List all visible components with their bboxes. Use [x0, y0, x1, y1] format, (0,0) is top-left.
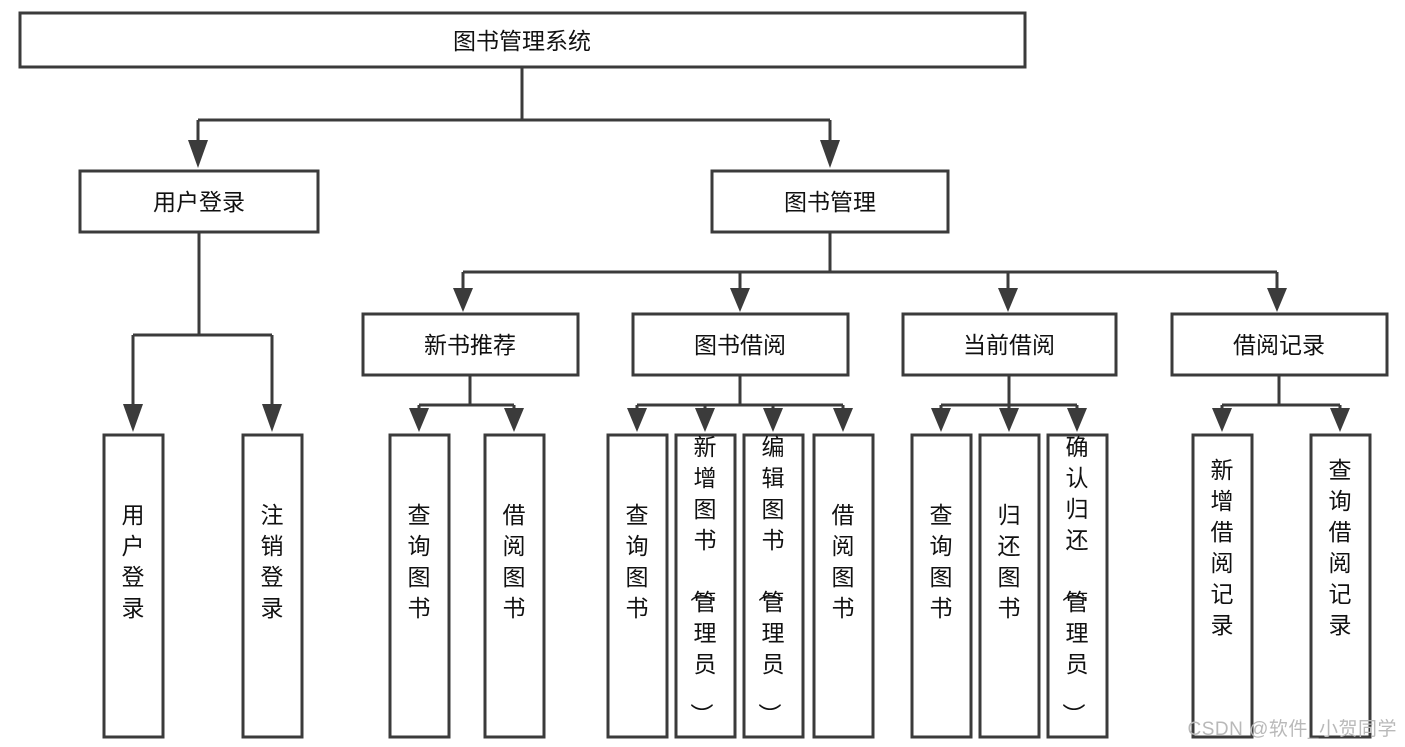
connector-current-borrow-to-leaves [931, 375, 1087, 432]
node-borrow-record-label: 借阅记录 [1233, 332, 1325, 358]
node-root[interactable]: 图书管理系统 [18, 11, 1027, 69]
leaf-box[interactable] [674, 433, 737, 739]
node-current-borrow-label: 当前借阅 [963, 332, 1055, 358]
leaf-label: 借阅图书 [832, 502, 855, 621]
leaf-current-borrow-2[interactable]: 确认归还（管理员） [1046, 433, 1109, 739]
arrow-head-icon [262, 404, 282, 432]
arrow-head-icon [695, 408, 715, 432]
arrow-head-icon [998, 288, 1018, 312]
leaf-label: 确认归还（管理员） [1061, 434, 1089, 726]
node-book-manage[interactable]: 图书管理 [710, 169, 950, 234]
arrow-head-icon [1267, 288, 1287, 312]
leaf-label: 查询图书 [626, 502, 649, 621]
leaf-box[interactable] [742, 433, 805, 739]
leaf-book-borrow-0[interactable]: 查询图书 [606, 433, 669, 739]
leaf-book-borrow-2[interactable]: 编辑图书（管理员） [742, 433, 805, 739]
leaf-label: 查询图书 [930, 502, 953, 621]
leaf-box[interactable] [483, 433, 546, 739]
node-new-book-recommend[interactable]: 新书推荐 [361, 312, 580, 377]
leaf-current-borrow-1[interactable]: 归还图书 [978, 433, 1041, 739]
arrow-head-icon [453, 288, 473, 312]
leaf-book-borrow-1[interactable]: 新增图书（管理员） [674, 433, 737, 739]
leaf-box[interactable] [978, 433, 1041, 739]
leaf-label: 查询借阅记录 [1329, 457, 1352, 638]
leaf-label: 用户登录 [122, 502, 145, 621]
arrow-head-icon [730, 288, 750, 312]
leaf-user-login-1[interactable]: 注销登录 [241, 433, 304, 739]
connector-borrow-record-to-leaves [1212, 375, 1350, 432]
leaf-box[interactable] [910, 433, 973, 739]
connector-new-book-recommend-to-leaves [409, 375, 524, 432]
leaf-box[interactable] [241, 433, 304, 739]
node-root-box[interactable] [18, 11, 1027, 69]
connector-book-manage-to-level3 [453, 232, 1287, 312]
arrow-head-icon [999, 408, 1019, 432]
leaf-box[interactable] [388, 433, 451, 739]
leaf-user-login-0[interactable]: 用户登录 [102, 433, 165, 739]
leaf-borrow-record-0[interactable]: 新增借阅记录 [1191, 433, 1254, 739]
arrow-head-icon [820, 140, 840, 168]
leaf-label: 借阅图书 [503, 502, 526, 621]
arrow-head-icon [504, 408, 524, 432]
node-new-book-recommend-label: 新书推荐 [424, 332, 516, 358]
leaf-box[interactable] [606, 433, 669, 739]
connector-book-borrow-to-leaves [627, 375, 853, 432]
csdn-watermark: CSDN @软件_小贺同学 [1187, 719, 1397, 740]
leaf-label: 归还图书 [998, 502, 1021, 621]
arrow-head-icon [833, 408, 853, 432]
leaf-borrow-record-1[interactable]: 查询借阅记录 [1309, 433, 1372, 739]
leaf-box[interactable] [102, 433, 165, 739]
leaf-label: 新增图书（管理员） [689, 434, 717, 726]
connector-user-login-to-leaves [123, 232, 282, 432]
arrow-head-icon [931, 408, 951, 432]
node-book-borrow-label: 图书借阅 [694, 332, 786, 358]
leaf-box[interactable] [1191, 433, 1254, 739]
arrow-head-icon [123, 404, 143, 432]
arrow-head-icon [1212, 408, 1232, 432]
arrow-head-icon [1330, 408, 1350, 432]
node-current-borrow-box[interactable] [901, 312, 1118, 377]
node-new-book-recommend-box[interactable] [361, 312, 580, 377]
node-book-manage-label: 图书管理 [784, 189, 876, 215]
connector-root-to-level2 [188, 67, 840, 168]
node-current-borrow[interactable]: 当前借阅 [901, 312, 1118, 377]
leaf-box[interactable] [812, 433, 875, 739]
leaf-new-book-recommend-1[interactable]: 借阅图书 [483, 433, 546, 739]
arrow-head-icon [409, 408, 429, 432]
node-borrow-record[interactable]: 借阅记录 [1170, 312, 1389, 377]
leaf-label: 新增借阅记录 [1211, 457, 1234, 638]
node-book-borrow[interactable]: 图书借阅 [631, 312, 850, 377]
leaf-label: 查询图书 [408, 502, 431, 621]
leaf-label: 注销登录 [261, 502, 284, 621]
arrow-head-icon [627, 408, 647, 432]
arrow-head-icon [188, 140, 208, 168]
leaf-label: 编辑图书（管理员） [757, 434, 785, 726]
leaf-current-borrow-0[interactable]: 查询图书 [910, 433, 973, 739]
node-user-login-label: 用户登录 [153, 189, 245, 215]
node-user-login-box[interactable] [78, 169, 320, 234]
arrow-head-icon [1067, 408, 1087, 432]
arrow-head-icon [763, 408, 783, 432]
leaf-box[interactable] [1309, 433, 1372, 739]
leaf-new-book-recommend-0[interactable]: 查询图书 [388, 433, 451, 739]
leaf-box[interactable] [1046, 433, 1109, 739]
node-root-label: 图书管理系统 [453, 28, 591, 54]
leaf-book-borrow-3[interactable]: 借阅图书 [812, 433, 875, 739]
node-user-login[interactable]: 用户登录 [78, 169, 320, 234]
